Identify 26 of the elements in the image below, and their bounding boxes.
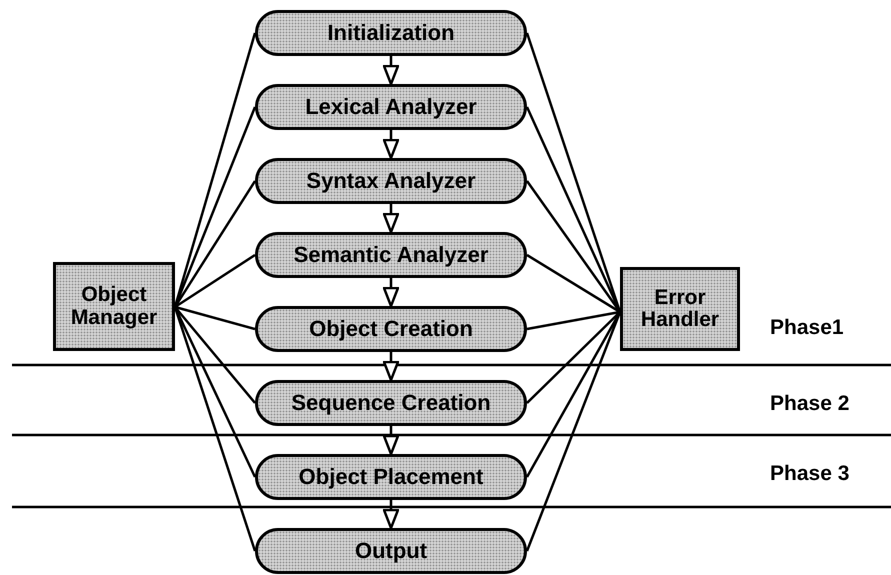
connector-line	[526, 254, 621, 314]
phase-label: Phase1	[770, 316, 844, 340]
connector-line	[174, 306, 256, 404]
process-pill: Object Creation	[255, 306, 527, 352]
process-pill: Syntax Analyzer	[255, 158, 527, 204]
arrow	[382, 204, 400, 234]
phase-label: Phase 2	[770, 392, 850, 416]
connector-line	[174, 254, 256, 308]
arrow	[382, 352, 400, 382]
arrow	[382, 500, 400, 530]
process-pill: Semantic Analyzer	[255, 232, 527, 278]
process-pill: Sequence Creation	[255, 380, 527, 426]
process-pill: Initialization	[255, 10, 527, 56]
arrow	[382, 278, 400, 308]
arrow	[382, 426, 400, 456]
arrow	[382, 130, 400, 160]
process-pill: Lexical Analyzer	[255, 84, 527, 130]
connector-line	[174, 306, 256, 330]
process-pill: Object Placement	[255, 454, 527, 500]
module-box: Object Manager	[53, 262, 175, 351]
process-pill: Output	[255, 528, 527, 574]
module-box: Error Handler	[620, 267, 740, 351]
connector-line	[526, 311, 621, 404]
phase-label: Phase 3	[770, 462, 850, 486]
connector-line	[526, 310, 620, 330]
arrow	[382, 56, 400, 86]
